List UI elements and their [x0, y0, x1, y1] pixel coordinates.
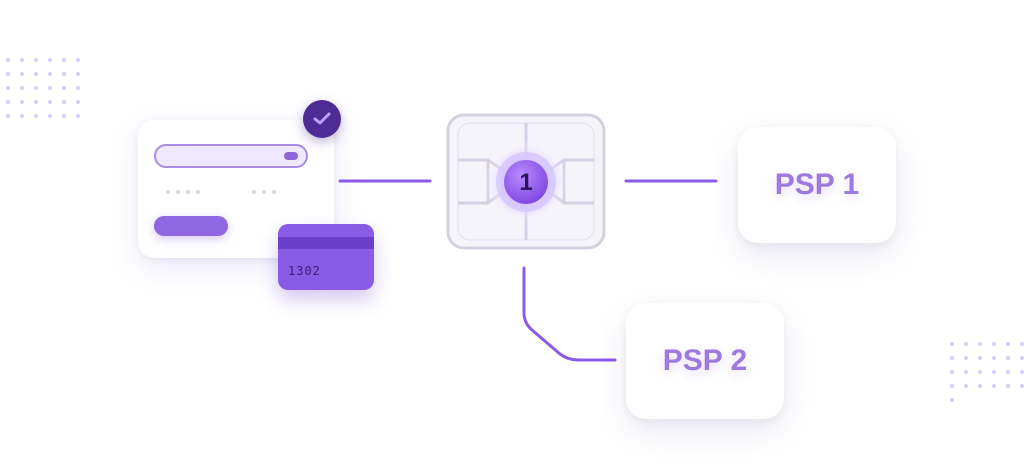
masked-field-dots-secondary	[252, 190, 276, 194]
form-submit-pill	[154, 216, 228, 236]
decorative-dots-right	[950, 342, 1024, 408]
form-input-knob	[284, 152, 298, 160]
form-input-field	[154, 144, 308, 168]
psp-1-card: PSP 1	[738, 127, 896, 243]
payment-card-stripe	[278, 237, 374, 249]
edge-chip-to-psp2	[522, 266, 617, 362]
chip-number: 1	[519, 169, 533, 196]
chip-icon: 1	[446, 113, 606, 250]
psp-1-label: PSP 1	[774, 168, 860, 201]
masked-field-dots	[166, 190, 200, 194]
decorative-dots-left	[6, 58, 86, 124]
psp-2-label: PSP 2	[662, 344, 748, 377]
payment-form-card	[138, 120, 334, 258]
payment-card: 1302	[278, 224, 374, 290]
psp-2-card: PSP 2	[626, 303, 784, 419]
payment-card-number: 1302	[288, 264, 321, 278]
checkmark-icon	[303, 100, 341, 138]
